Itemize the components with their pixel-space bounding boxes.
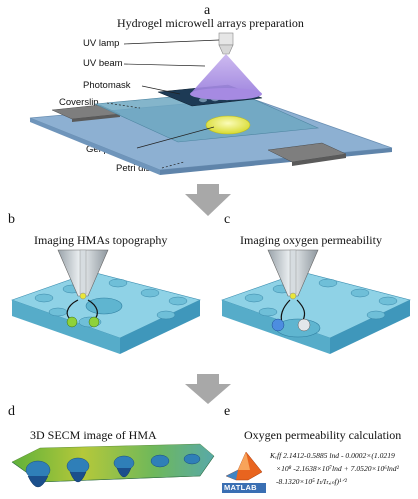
formula-line-2: ×10⁸ -2.1638×10⁷lnd + 7.0520×10⁶lnd² [276, 464, 399, 473]
matlab-wordmark: MATLAB [224, 483, 257, 492]
panel-d-illustration [11, 443, 215, 488]
probed-well-b [85, 297, 123, 315]
label-coverslip: Coverslip [59, 97, 99, 108]
oxygen-species [271, 318, 285, 332]
panel-c-illustration [221, 249, 411, 354]
panel-d-title: 3D SECM image of HMA [30, 428, 157, 442]
panel-a-letter: a [204, 3, 211, 18]
label-uv-lamp: UV lamp [83, 38, 120, 49]
panel-d-letter: d [8, 404, 15, 419]
panel-c-letter: c [224, 212, 231, 227]
panel-a-title: Hydrogel microwell arrays preparation [117, 16, 304, 30]
panel-b-title: Imaging HMAs topography [34, 233, 168, 247]
formula-line-3: -8.1320×10⁵ Iₜ/Iₜ,ᵢₙf)¹ᐟ² [276, 477, 347, 486]
hydroxide-species [297, 318, 311, 332]
label-photomask: Photomask [83, 80, 131, 91]
matlab-logo [222, 448, 266, 493]
label-uv-beam: UV beam [83, 58, 123, 69]
redox-species-left [66, 316, 78, 328]
gel-primer-droplet [205, 115, 251, 135]
secm-wells [25, 453, 201, 480]
panel-a-illustration [29, 32, 393, 175]
panel-b-letter: b [8, 212, 15, 227]
uv-beam-cone [190, 54, 262, 94]
redox-species-right [88, 316, 100, 328]
flow-arrow-top [185, 184, 231, 216]
panel-c-title: Imaging oxygen permeability [240, 233, 382, 247]
label-petri-dish: Petri dish [116, 163, 156, 174]
leader-lines [106, 39, 220, 169]
panel-b-illustration [11, 249, 201, 354]
panel-e-title: Oxygen permeability calculation [244, 428, 402, 442]
microwells-c [244, 278, 398, 320]
formula-line-1: Kₑff 2.1412-0.5885 lnd - 0.0002×(1.0219 [270, 451, 395, 460]
uv-lamp [218, 32, 234, 55]
panel-e-letter: e [224, 404, 231, 419]
flow-arrow-bottom [185, 374, 231, 404]
